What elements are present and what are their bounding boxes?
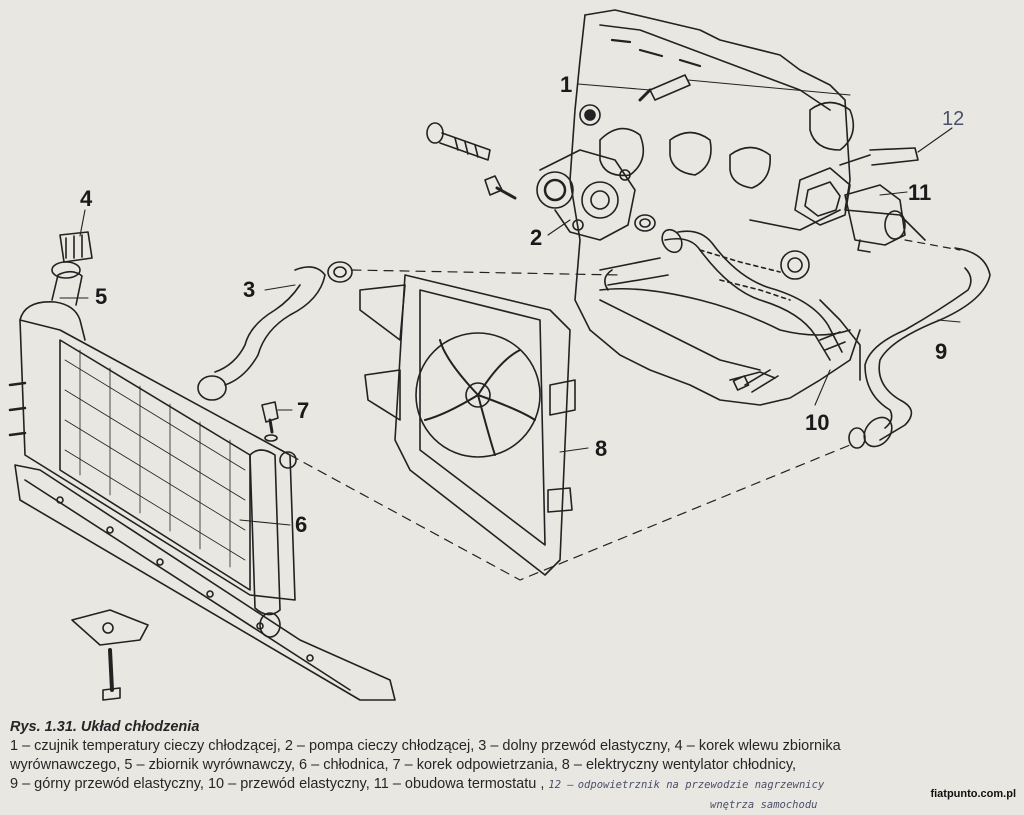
crossmember [14,464,396,701]
engine-block [569,9,926,406]
label-4: 4 [80,186,93,211]
radiator [8,319,297,638]
caption-title: Rys. 1.31. Układ chłodzenia [10,719,200,735]
thermostat-housing [794,147,919,253]
electric-fan [359,274,576,576]
expansion-tank [19,231,93,341]
label-11: 11 [908,180,931,205]
label-2: 2 [530,225,542,250]
label-5: 5 [95,284,107,309]
leader-lines [59,83,961,526]
label-7: 7 [297,398,309,423]
label-12: 12 [942,108,964,130]
bolts [426,122,517,200]
route-line [289,444,851,581]
handwritten-note-b: wnętrza samochodu [710,799,818,811]
caption-line-2: wyrównawczego, 5 – zbiornik wyrównawczy,… [10,757,797,773]
caption-line-3: 9 – górny przewód elastyczny, 10 – przew… [10,776,545,792]
lower-hose [197,261,621,401]
watermark: fiatpunto.com.pl [930,788,1016,800]
label-3: 3 [243,277,255,302]
caption-line-1: 1 – czujnik temperatury cieczy chłodzące… [10,738,841,754]
water-pump [536,104,656,241]
upper-hose [848,239,991,449]
hose-10 [599,228,846,361]
label-8: 8 [595,436,607,461]
label-10: 10 [805,410,829,435]
label-1: 1 [560,72,572,97]
handwritten-note-a: odpowietrznik na przewodzie nagrzewnicy [577,779,825,791]
temperature-sensor [638,74,851,102]
bleed-plug [261,401,279,442]
handwritten-number: 12 – [548,779,574,791]
label-6: 6 [295,512,307,537]
figure-caption: Rys. 1.31. Układ chłodzenia 1 – czujnik … [10,718,1015,815]
label-9: 9 [935,339,947,364]
